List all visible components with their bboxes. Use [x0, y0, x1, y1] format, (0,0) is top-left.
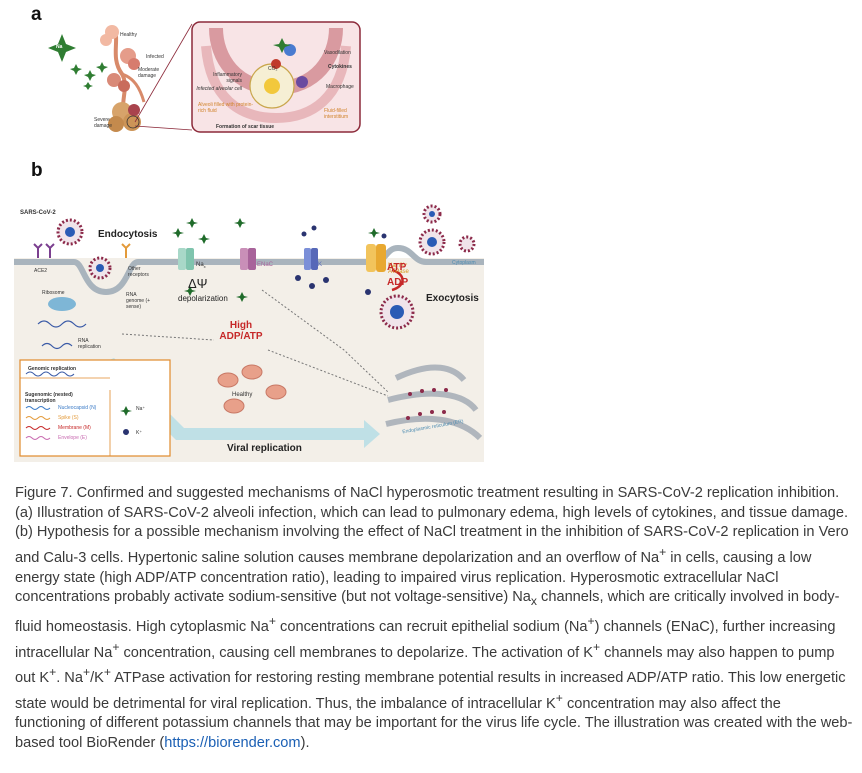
virus-icon: [56, 204, 476, 330]
atp-adp-arrow-icon: [391, 268, 404, 292]
label-high-ratio: High ADP/ATP: [219, 320, 263, 342]
label-cytoplasm: Cytoplasm: [452, 260, 476, 266]
panel-a-illustration: [48, 21, 361, 133]
label-rna-genome: RNA genome (+ sense): [126, 292, 151, 310]
label-atpase: Na⁺/K⁺ ATPase: [388, 263, 409, 275]
er-icon: [385, 364, 483, 441]
label-exocytosis: Exocytosis: [426, 293, 479, 304]
label-nax: Nax: [196, 262, 206, 270]
legend-subgenomic: Sugenomic (nested) transcription: [25, 392, 73, 404]
na-ion-icon: [172, 218, 380, 302]
label-fluid-filled: Fluid-filled interstitium: [324, 108, 349, 120]
label-depolarization: depolarization: [178, 294, 228, 303]
k-ion-icon: [295, 225, 387, 295]
mitochondria-icon: [217, 364, 287, 414]
na-star-icon: [48, 34, 76, 62]
legend-e: Envelope (E): [58, 435, 87, 441]
label-adp: ADP: [387, 277, 409, 288]
er-ribosomes: [406, 388, 448, 420]
label-infected: Infected: [146, 54, 164, 60]
label-delta-psi: ΔΨ: [188, 276, 208, 291]
ribosome-icon: [37, 297, 87, 350]
label-sars: SARS-CoV-2: [20, 210, 56, 216]
legend-na: Na⁺: [136, 406, 146, 412]
label-cytokines: Cytokines: [328, 64, 352, 70]
label-vasodilation: Vasodilation: [324, 50, 351, 56]
panel-a-letter: a: [31, 4, 42, 25]
panel-b-letter: b: [31, 160, 43, 181]
k-channel-icon: [304, 248, 318, 270]
enac-channel-icon: [240, 248, 256, 270]
label-viral-replication: Viral replication: [227, 443, 302, 454]
label-healthy: Healthy: [120, 32, 137, 38]
label-atp: ATP: [387, 262, 407, 273]
legend-m: Membrane (M): [58, 425, 91, 431]
label-infected-alveolar-cell: Infected alveolar cell: [196, 86, 242, 92]
label-rna-replication: RNA replication: [78, 338, 101, 350]
label-alveoli-filled: Alveoli filled with protein-rich fluid: [198, 102, 254, 114]
label-moderate-damage: Moderate damage: [138, 67, 160, 79]
label-other-receptors: Other receptors: [128, 266, 149, 278]
ace2-receptor-icon: [33, 243, 131, 258]
label-enac: ENaC: [257, 262, 274, 268]
label-inflammatory-signals: Inflammatory signals: [213, 72, 242, 84]
atpase-icon: [366, 244, 386, 272]
label-k: K: [318, 262, 323, 268]
biorender-link[interactable]: https://biorender.com: [164, 734, 301, 751]
legend-s: Spike (S): [58, 415, 79, 421]
label-ribosome: Ribosome: [42, 290, 65, 296]
label-co2: CO₂: [268, 66, 278, 72]
nax-channel-icon: [178, 248, 194, 270]
legend-genomic: Genomic replication: [28, 366, 77, 372]
panel-b-illustration: [14, 204, 484, 462]
figure-caption: Figure 7. Confirmed and suggested mechan…: [15, 485, 853, 751]
label-scar-tissue: Formation of scar tissue: [216, 124, 275, 130]
label-endocytosis: Endocytosis: [98, 229, 158, 240]
label-na: Na: [56, 44, 63, 50]
label-ace2: ACE2: [34, 268, 48, 274]
label-macrophage: Macrophage: [326, 84, 354, 90]
inhibition-lines: [121, 289, 389, 397]
legend-n: Nucleocapsid (N): [58, 405, 97, 411]
label-healthy-mito: Healthy: [232, 392, 253, 398]
legend-box: [19, 359, 171, 457]
legend-k: K⁺: [136, 430, 142, 436]
label-severe-damage: Severe damage: [94, 117, 113, 129]
na-ion-trail-icon: [70, 62, 108, 90]
